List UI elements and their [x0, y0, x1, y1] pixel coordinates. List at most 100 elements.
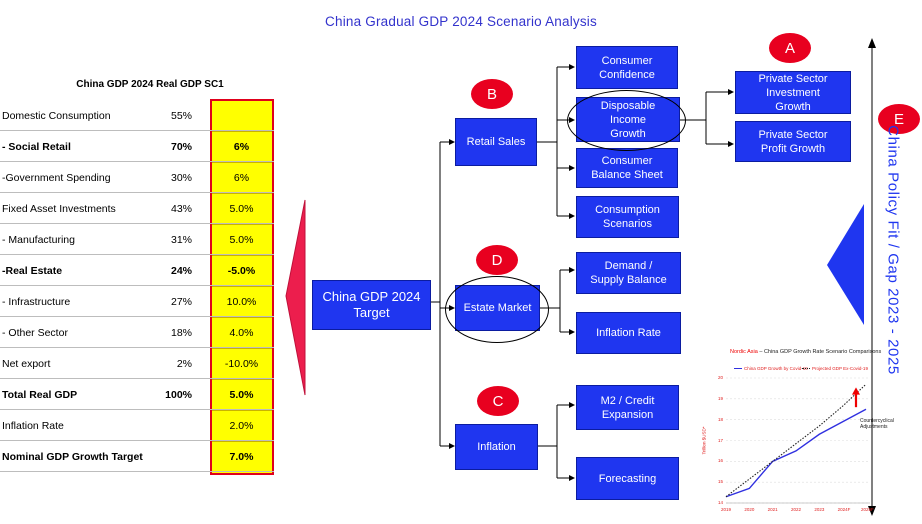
estate-market-highlight: [445, 276, 549, 343]
row-growth: 6%: [233, 141, 250, 153]
highlight-separator: [212, 286, 272, 287]
table-row: Net export 2% -10.0%: [0, 348, 274, 379]
row-growth: 2.0%: [229, 420, 254, 432]
m2-credit-box: M2 / Credit Expansion: [576, 385, 679, 430]
row-name: Net export: [2, 358, 51, 370]
disposable-income-highlight: [567, 90, 686, 151]
label-d: D: [476, 245, 518, 275]
row-growth: 5.0%: [229, 389, 254, 401]
forecasting-box: Forecasting: [576, 457, 679, 500]
row-growth: 5.0%: [229, 234, 254, 246]
chart-y-tick: 16: [718, 458, 724, 464]
chart-y-label: Trillion $USD*: [701, 425, 707, 455]
chart-series-line: [725, 408, 867, 498]
highlight-separator: [212, 379, 272, 380]
chart-y-tick: 18: [718, 416, 724, 422]
row-name: -Real Estate: [2, 265, 63, 277]
policy-gap-triangle: [827, 204, 864, 325]
chart-x-tick: 2024F: [837, 507, 851, 512]
row-name: Fixed Asset Investments: [2, 203, 116, 215]
row-growth: 4.0%: [229, 327, 254, 339]
table-row: Fixed Asset Investments 43% 5.0%: [0, 193, 274, 224]
row-name: - Infrastructure: [2, 296, 71, 308]
chart-annotation: Countercyclical Adjustments: [860, 418, 894, 430]
table-row: -Real Estate 24% -5.0%: [0, 255, 274, 286]
legend-label: Projected GDP Ex-Covid-19: [812, 366, 868, 371]
consumer-balance-sheet-box: Consumer Balance Sheet: [576, 148, 678, 188]
table-row: Inflation Rate 2.0%: [0, 410, 274, 441]
gdp-target-box: China GDP 2024 Target: [312, 280, 431, 330]
private-profit-box: Private Sector Profit Growth: [735, 121, 851, 162]
chart-title-text: – China GDP Growth Rate Scenario Compari…: [757, 349, 882, 355]
chart-y-tick: 20: [718, 375, 724, 380]
row-name: - Other Sector: [2, 327, 68, 339]
highlight-separator: [212, 410, 272, 411]
demand-supply-box: Demand / Supply Balance: [576, 252, 681, 294]
chart-title-prefix: Nordic Asia: [730, 349, 758, 355]
row-name: Domestic Consumption: [2, 110, 111, 122]
chart-y-tick: 19: [718, 395, 724, 401]
row-growth: 6%: [233, 172, 250, 184]
row-share: 24%: [170, 265, 192, 277]
chart-y-tick: 14: [718, 500, 724, 505]
highlight-separator: [212, 162, 272, 163]
row-name: -Government Spending: [2, 172, 111, 184]
table-row: - Infrastructure 27% 10.0%: [0, 286, 274, 317]
chart-x-tick: 2020: [744, 507, 755, 512]
chart-y-tick: 15: [718, 479, 724, 485]
row-growth: -5.0%: [227, 265, 256, 277]
chart-legend-item: Projected GDP Ex-Covid-19: [802, 366, 868, 371]
chart-legend-item: China GDP Growth by Covid-19: [734, 366, 808, 371]
row-growth: -10.0%: [224, 358, 259, 370]
chart-x-tick: 2021: [767, 507, 778, 512]
countercyclical-arrowhead: [852, 387, 860, 395]
highlight-separator: [212, 348, 272, 349]
chart-series-line: [725, 383, 867, 498]
row-name: - Manufacturing: [2, 234, 75, 246]
label-e: E: [878, 104, 920, 134]
row-growth: 10.0%: [226, 296, 257, 308]
row-growth: 7.0%: [229, 451, 254, 463]
row-share: 70%: [170, 141, 192, 153]
row-share: 55%: [170, 110, 192, 122]
highlight-separator: [212, 441, 272, 442]
retail-sales-box: Retail Sales: [455, 118, 537, 166]
chart-x-tick: 2023: [814, 507, 825, 512]
row-share: 31%: [170, 234, 192, 246]
label-c: C: [477, 386, 519, 416]
table-row: - Manufacturing 31% 5.0%: [0, 224, 274, 255]
row-share: 2%: [176, 358, 192, 370]
row-share: 18%: [170, 327, 192, 339]
chart-title: Nordic Asia – China GDP Growth Rate Scen…: [730, 349, 881, 355]
row-share: 43%: [170, 203, 192, 215]
row-share: 27%: [170, 296, 192, 308]
label-a: A: [769, 33, 811, 63]
funnel-triangle-left: [285, 199, 306, 396]
table-row: - Other Sector 18% 4.0%: [0, 317, 274, 348]
label-b: B: [471, 79, 513, 109]
highlight-separator: [212, 131, 272, 132]
row-growth: 5.0%: [229, 203, 254, 215]
table-row: - Social Retail 70% 6%: [0, 131, 274, 162]
row-name: Nominal GDP Growth Target: [2, 451, 143, 463]
highlight-separator: [212, 193, 272, 194]
chart-x-tick: 2025F: [861, 507, 874, 512]
highlight-separator: [212, 224, 272, 225]
chart-y-tick: 17: [718, 437, 724, 443]
highlight-separator: [212, 255, 272, 256]
gdp-table: Domestic Consumption 55% - Social Retail 70…: [0, 100, 274, 472]
table-row: Domestic Consumption 55%: [0, 100, 274, 131]
table-row: Nominal GDP Growth Target 7.0%: [0, 441, 274, 472]
inflation-box: Inflation: [455, 424, 538, 470]
table-title: China GDP 2024 Real GDP SC1: [76, 79, 224, 90]
row-name: - Social Retail: [2, 141, 71, 153]
consumer-confidence-box: Consumer Confidence: [576, 46, 678, 89]
legend-label: China GDP Growth by Covid-19: [744, 366, 808, 371]
inflation-rate-box: Inflation Rate: [576, 312, 681, 354]
page-title: China Gradual GDP 2024 Scenario Analysis: [325, 14, 597, 29]
row-name: Inflation Rate: [2, 420, 64, 432]
